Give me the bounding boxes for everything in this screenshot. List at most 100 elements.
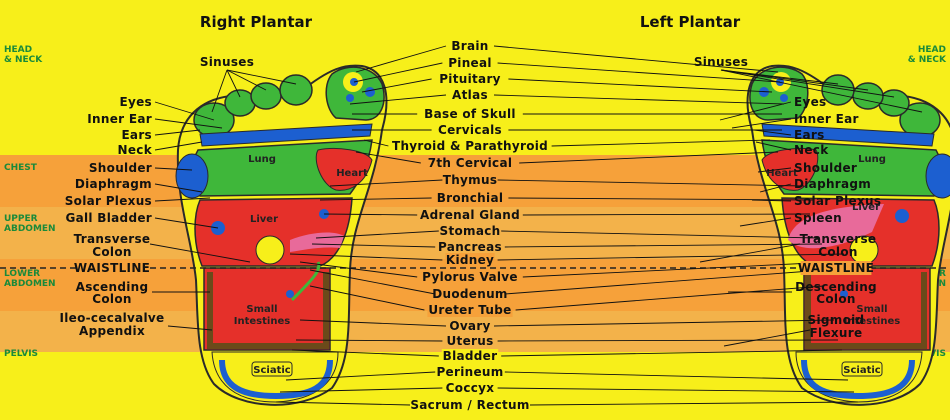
heart-label-right: Heart bbox=[336, 168, 368, 179]
left-side-leader-5 bbox=[757, 167, 792, 173]
center-label-11-bg bbox=[420, 208, 520, 222]
right-sinus-leader-2 bbox=[226, 69, 241, 98]
zone-head-right-2: & NECK bbox=[908, 55, 947, 65]
center-label-7: Thyroid & Parathyroid bbox=[392, 139, 548, 153]
leader-left-18 bbox=[493, 319, 835, 327]
leader-left-23 bbox=[529, 401, 859, 406]
leader-right-19 bbox=[295, 339, 443, 342]
leader-right-23 bbox=[275, 401, 411, 406]
right-sinus-leader-3 bbox=[226, 69, 267, 91]
left-label-spleen: Spleen bbox=[794, 211, 842, 225]
right-sinus-leader-4 bbox=[226, 69, 297, 85]
center-label-9: Thymus bbox=[443, 173, 498, 187]
title-left-plantar: Left Plantar bbox=[640, 13, 741, 31]
zone-pelvis-left: PELVIS bbox=[4, 349, 38, 359]
sciatic-label-right: Sciatic bbox=[253, 365, 291, 376]
center-label-10: Bronchial bbox=[437, 191, 504, 205]
sciatic-label-left: Sciatic bbox=[843, 365, 881, 376]
right-ascending-label-1: Ascending bbox=[76, 280, 149, 294]
center-label-13-bg bbox=[438, 240, 502, 254]
zone-head-left-1: HEAD bbox=[4, 45, 32, 55]
center-label-12-bg bbox=[441, 224, 499, 238]
center-label-18-bg bbox=[449, 319, 491, 333]
leader-left-17 bbox=[515, 285, 825, 311]
left-transverse-leader bbox=[699, 243, 801, 263]
left-label-eyes: Eyes bbox=[794, 95, 827, 109]
right-transverse-label-2: Colon bbox=[92, 245, 131, 259]
center-label-14: Kidney bbox=[446, 253, 494, 267]
waistline-label-right-bg bbox=[76, 261, 148, 275]
lung-label-left: Lung bbox=[858, 154, 886, 165]
right-ileo-label-2: Appendix bbox=[79, 324, 145, 338]
leader-left-3 bbox=[508, 78, 773, 93]
center-label-3-bg bbox=[434, 72, 506, 86]
center-label-6-bg bbox=[434, 123, 506, 137]
leader-right-9 bbox=[329, 179, 443, 187]
left-descending-label-2: Colon bbox=[816, 292, 855, 306]
leader-right-1 bbox=[355, 45, 447, 73]
center-label-22-bg bbox=[445, 381, 495, 395]
center-label-15: Pylorus Valve bbox=[422, 270, 518, 284]
leader-left-9 bbox=[497, 179, 805, 187]
left-foot bbox=[746, 64, 950, 406]
center-label-16-bg bbox=[438, 287, 502, 301]
left-sigmoid-leader bbox=[723, 329, 811, 347]
leader-right-2 bbox=[353, 62, 443, 83]
leader-left-14 bbox=[497, 253, 845, 261]
center-label-4-bg bbox=[449, 88, 491, 102]
left-side-leader-6 bbox=[759, 183, 792, 193]
right-transverse-label-1: Transverse bbox=[74, 232, 151, 246]
leader-right-14 bbox=[289, 253, 443, 261]
right-side-leader-1 bbox=[154, 101, 215, 121]
zone-head-left-2: & NECK bbox=[4, 55, 43, 65]
right-side-leader-5 bbox=[154, 167, 193, 171]
right-side-leader-3 bbox=[154, 129, 201, 136]
leader-right-8 bbox=[355, 151, 421, 164]
leader-right-15 bbox=[299, 261, 418, 278]
liver-label-left: Liver bbox=[852, 202, 880, 213]
zone-chest-left: CHEST bbox=[4, 163, 38, 173]
right-ileo-label-1: Ileo-cecalvalve bbox=[59, 311, 164, 325]
leader-right-10 bbox=[319, 197, 432, 201]
right-label-gall-bladder: Gall Bladder bbox=[65, 211, 152, 225]
left-label-inner-ear: Inner Ear bbox=[794, 112, 859, 126]
center-label-3: Pituitary bbox=[439, 72, 501, 86]
right-side-leader-4 bbox=[154, 141, 203, 151]
leader-right-16 bbox=[309, 269, 436, 295]
zone-head-right-1: HEAD bbox=[918, 45, 946, 55]
left-sigmoid-label-1: Sigmoid bbox=[808, 313, 865, 327]
leader-left-8 bbox=[519, 151, 779, 164]
center-label-11: Adrenal Gland bbox=[420, 208, 520, 222]
leader-right-21 bbox=[285, 371, 436, 381]
leader-lines bbox=[149, 45, 923, 406]
leader-left-10 bbox=[508, 197, 815, 201]
waistline-label-left-bg bbox=[800, 261, 872, 275]
left-side-leader-1 bbox=[719, 101, 792, 121]
center-label-6: Cervicals bbox=[438, 123, 502, 137]
center-label-22: Coccyx bbox=[446, 381, 495, 395]
leader-left-7 bbox=[551, 139, 771, 147]
right-side-leader-8 bbox=[154, 217, 219, 229]
center-label-21-bg bbox=[438, 365, 502, 379]
leader-left-21 bbox=[504, 371, 849, 381]
small-intestines-label-right-1: Small bbox=[246, 304, 277, 315]
left-label-shoulder: Shoulder bbox=[794, 161, 857, 175]
leader-left-4 bbox=[493, 94, 785, 105]
leader-right-20 bbox=[291, 349, 439, 357]
right-side-leader-7 bbox=[154, 197, 211, 202]
left-descending-label-1: Descending bbox=[795, 280, 877, 294]
center-label-4: Atlas bbox=[452, 88, 488, 102]
leader-left-22 bbox=[497, 387, 855, 393]
leader-right-4 bbox=[349, 94, 447, 105]
left-sinus-leader-4 bbox=[720, 69, 839, 85]
center-label-19: Uterus bbox=[446, 334, 493, 348]
waistline-label-right: WAISTLINE bbox=[74, 261, 150, 275]
zone-lower-left-1: LOWER bbox=[4, 269, 40, 279]
right-sinus-leader-1 bbox=[211, 69, 228, 113]
leader-left-16 bbox=[504, 269, 825, 295]
right-label-diaphragm: Diaphragm bbox=[75, 177, 152, 191]
center-label-14-bg bbox=[445, 253, 495, 267]
leader-right-7 bbox=[363, 139, 389, 147]
heart-label-left: Heart bbox=[766, 168, 798, 179]
